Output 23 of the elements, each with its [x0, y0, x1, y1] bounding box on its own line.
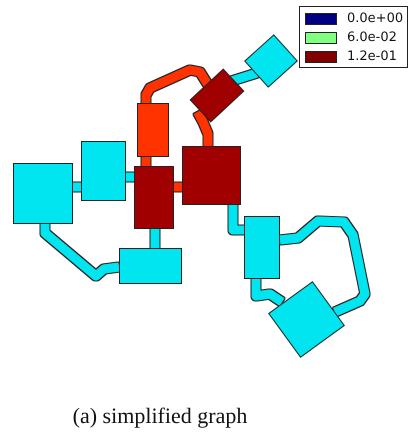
- chamber-block: [244, 216, 280, 279]
- pipe: [228, 205, 244, 234]
- caption: (a) simplified graph: [72, 403, 248, 429]
- chamber-block: [137, 103, 169, 157]
- chamber-block: [134, 166, 174, 229]
- pipe: [150, 229, 160, 248]
- pipe: [142, 157, 150, 166]
- pipe: [280, 216, 370, 316]
- legend-label: 0.0e+00: [347, 11, 404, 26]
- legend-label: 6.0e-02: [347, 30, 397, 45]
- pipe: [40, 224, 120, 280]
- pipe: [194, 110, 212, 146]
- legend-label: 1.2e-01: [347, 49, 397, 64]
- chamber-block: [119, 248, 182, 284]
- chamber-block: [13, 163, 73, 224]
- chamber-block: [81, 141, 126, 201]
- pipe: [73, 182, 81, 192]
- pipe: [230, 68, 258, 86]
- pipe: [252, 279, 284, 306]
- pipe: [126, 172, 134, 182]
- pipe: [174, 182, 182, 192]
- pipe: [142, 66, 212, 103]
- chamber-block: [182, 146, 241, 205]
